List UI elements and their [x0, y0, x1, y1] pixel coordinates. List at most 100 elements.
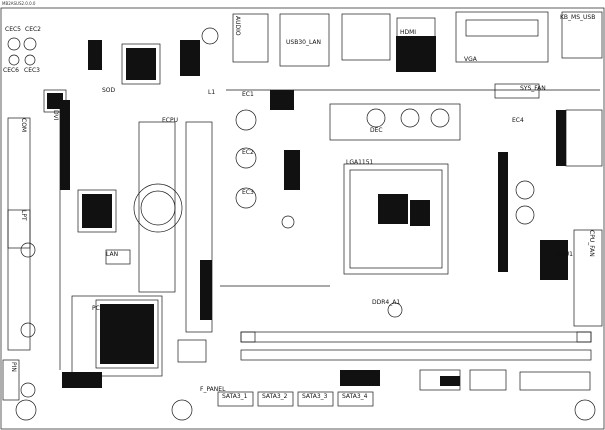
com-header [7, 117, 31, 249]
sata-connector-2 [257, 391, 294, 407]
lpt-header [7, 209, 31, 351]
dimm-slot-b [240, 349, 592, 361]
board-revision: MB2ASUS2.0.0.0 [2, 1, 36, 6]
label-cec5: CEC5 [5, 26, 21, 33]
label-sys-fan: SYS_FAN [520, 85, 546, 92]
capacitor-cec2 [23, 37, 37, 51]
label-f-panel: F_PANEL [200, 386, 226, 393]
cmos-battery-inner [140, 190, 176, 226]
super-io-chip [121, 43, 161, 85]
label-dvi: DVI [52, 110, 59, 121]
pch-outline [71, 295, 163, 377]
cpu-socket-inner [349, 169, 443, 269]
dimm-slot-a [240, 331, 592, 343]
label-ecpu: ECPU [162, 117, 178, 124]
pch-pads [100, 304, 154, 364]
pcie-slot-right [185, 121, 213, 333]
label-sata1: SATA3_1 [222, 393, 248, 400]
bios-chip [77, 189, 117, 233]
audio-codec [177, 339, 207, 363]
label-dec: DEC [370, 127, 383, 134]
mount-hole-4 [387, 302, 403, 318]
smd-cluster-10 [340, 370, 380, 386]
cpu-socket [343, 163, 449, 275]
cmos-battery [133, 183, 183, 233]
audio-connector [232, 13, 269, 63]
label-pin: PIN [10, 362, 17, 372]
label-lga1151: LGA1151 [346, 159, 374, 166]
capacitor-ec10 [20, 242, 36, 258]
label-cec3: CEC3 [24, 67, 40, 74]
label-gau1: GAU1 [556, 251, 573, 258]
smd-cluster-15 [62, 372, 102, 388]
capacitor-ec4 [201, 27, 219, 45]
label-ec4: EC4 [512, 117, 524, 124]
capacitor-ec7 [430, 108, 450, 128]
label-usb30-lan: USB30_LAN [286, 39, 322, 46]
mount-hole-2 [171, 399, 193, 421]
voltage-regulator [329, 103, 461, 141]
label-dimm-a1: DDR4_A1 [372, 299, 401, 306]
label-com: COM [20, 118, 27, 133]
bottom-right-header [519, 371, 591, 391]
label-lpt: LPT [20, 210, 27, 221]
pcie-slot-left [138, 121, 176, 293]
label-cec2: CEC2 [25, 26, 41, 33]
vga-connector [455, 11, 549, 63]
label-vga: VGA [464, 56, 477, 63]
smd-cluster-1 [378, 194, 408, 224]
label-audio: AUDIO [234, 16, 241, 36]
capacitor-ec6 [400, 108, 420, 128]
capacitor-ec12 [20, 322, 36, 338]
label-l1: L1 [208, 89, 216, 96]
label-sata3: SATA3_3 [302, 393, 328, 400]
smd-cluster-9 [60, 100, 70, 190]
smd-cluster-5 [270, 90, 294, 110]
label-lan: LAN [106, 251, 119, 258]
smd-cluster-3 [498, 152, 508, 272]
label-pch: PCH [92, 305, 105, 312]
capacitor-ec11 [281, 215, 295, 229]
capacitor-ec1 [235, 109, 257, 131]
label-sod: SOD [102, 87, 116, 94]
label-ec3: EC3 [242, 189, 254, 196]
smd-cluster-4 [540, 240, 568, 280]
dimm-slot-latch-b [576, 331, 592, 343]
smd-cluster-8 [88, 40, 102, 70]
usb30-lan-connector [279, 13, 330, 67]
board-outline [0, 7, 605, 430]
cpu-fan-header [573, 229, 603, 327]
capacitor-cec3 [24, 54, 36, 66]
label-hdmi: HDMI [400, 29, 417, 36]
label-ec2: EC2 [242, 149, 254, 156]
kb-ms-usb-connector [561, 11, 603, 59]
sata-connector-1 [217, 391, 254, 407]
sata-connector-4 [337, 391, 374, 407]
capacitor-cec5 [7, 37, 21, 51]
super-io-pads [126, 48, 156, 80]
mount-hole-3 [574, 399, 596, 421]
pch-chip [95, 299, 159, 369]
smd-cluster-11 [440, 376, 460, 386]
sata-connector-3 [297, 391, 334, 407]
smd-cluster-2 [410, 200, 430, 226]
mount-hole-1 [15, 399, 37, 421]
vga-connector-inner [465, 19, 539, 37]
label-sata4: SATA3_4 [342, 393, 368, 400]
clock-gen [105, 249, 131, 265]
label-cpu-fan: CPU_FAN [588, 230, 595, 257]
hdmi-connector [341, 13, 391, 61]
capacitor-ec2 [235, 147, 257, 169]
smd-cluster-7 [180, 40, 200, 76]
label-ec1: EC1 [242, 91, 254, 98]
smd-cluster-6 [284, 150, 300, 190]
label-sata2: SATA3_2 [262, 393, 288, 400]
capacitor-cec6 [8, 54, 20, 66]
usb-header-bottom [469, 369, 507, 391]
dimm-slot-latch-a [240, 331, 256, 343]
smd-cluster-12 [556, 110, 566, 166]
smd-cluster-13 [396, 36, 436, 72]
lan-chip-pads [47, 93, 63, 109]
